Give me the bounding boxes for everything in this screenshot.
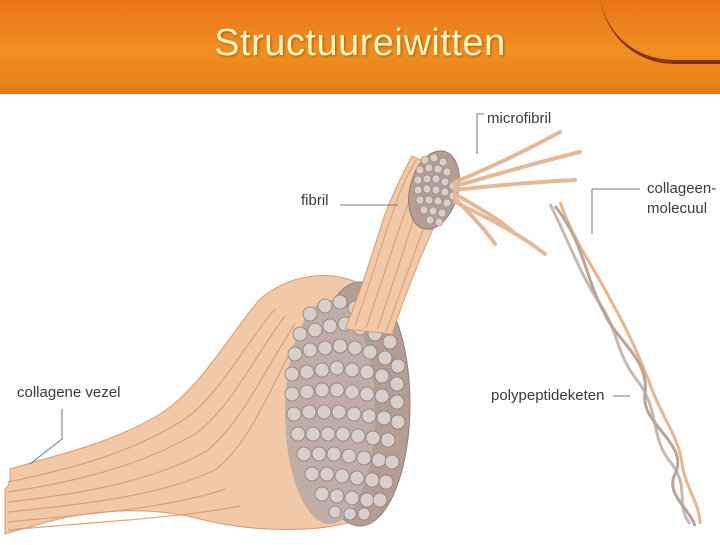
label-polypeptideketen: polypeptideketen [491, 387, 605, 404]
title-bar: Structuureiwitten [0, 0, 720, 94]
label-microfibril: microfibril [487, 110, 552, 127]
label-collageen-molecuul-line2: molecuul [647, 200, 708, 217]
decorative-corner-stripe [600, 0, 720, 64]
collagen-diagram: microfibril fibril collageen- molecuul c… [0, 94, 720, 540]
label-collageen-molecuul-line1: collageen- [647, 180, 717, 197]
leader-lines [29, 113, 640, 465]
fibril-bundle-cells [284, 294, 406, 521]
microfibrils [453, 130, 582, 256]
polypeptide-chains [548, 201, 702, 527]
collagen-fiber-stripes [7, 308, 301, 531]
slide-title: Structuureiwitten [214, 22, 506, 64]
collagen-illustration [4, 113, 702, 535]
label-collagene-vezel: collagene vezel [17, 384, 121, 401]
label-fibril: fibril [301, 192, 329, 209]
